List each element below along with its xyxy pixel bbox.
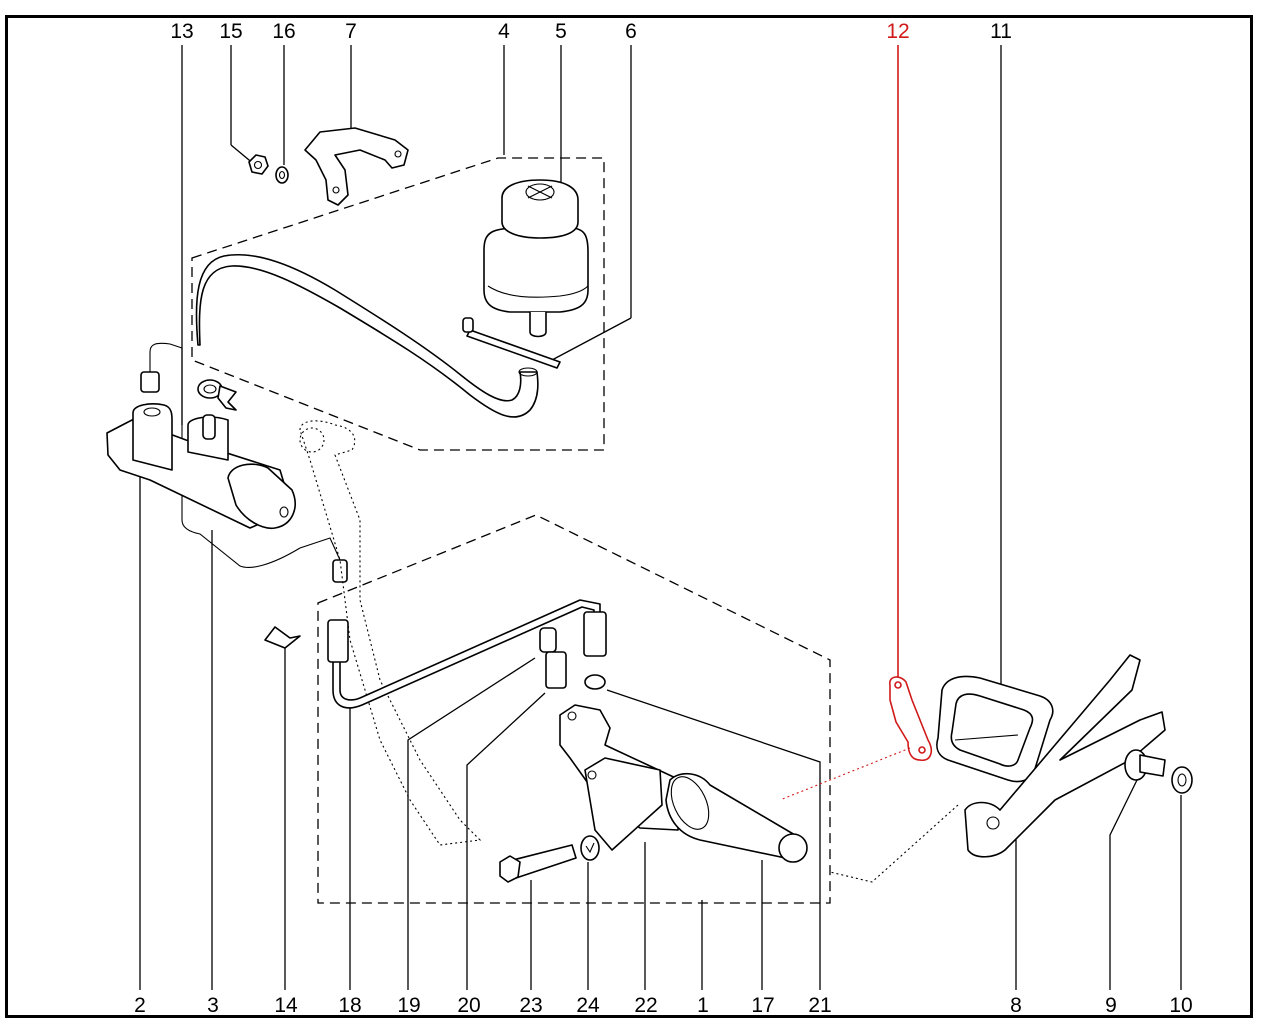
leader-9 — [1109, 777, 1139, 990]
reservoir-group-outline — [191, 157, 605, 451]
part-15-nut — [248, 154, 269, 175]
pedal-ghost — [299, 420, 482, 846]
label-20: 20 — [457, 994, 480, 1017]
part-6-cable-tie — [462, 317, 561, 369]
label-1: 1 — [697, 994, 709, 1017]
part-8-release-fork — [964, 654, 1166, 858]
part-16-washer — [275, 166, 289, 184]
part-14-clip — [264, 626, 301, 649]
label-11: 11 — [990, 20, 1012, 43]
label-2: 2 — [134, 994, 146, 1017]
top-label-row: 13 15 16 7 4 5 6 12 11 — [170, 20, 1012, 43]
part-2-master-cylinder — [106, 342, 348, 583]
part-18-pipe — [327, 599, 607, 709]
part-17-dust-boot — [665, 772, 808, 863]
part-9-pivot-bolt — [1124, 749, 1166, 781]
label-5: 5 — [555, 20, 567, 43]
label-6: 6 — [625, 20, 637, 43]
part-24-washer — [580, 835, 600, 861]
label-15: 15 — [219, 20, 242, 43]
label-9: 9 — [1105, 994, 1117, 1017]
bottom-label-row: 2 3 14 18 19 20 23 24 22 1 17 21 8 9 10 — [134, 994, 1193, 1017]
label-7: 7 — [345, 20, 357, 43]
fork-dot-line — [829, 804, 959, 883]
leader-6b — [551, 317, 632, 361]
label-22: 22 — [634, 994, 657, 1017]
bottom-leaders — [139, 472, 1182, 990]
leader-21 — [606, 689, 821, 990]
part-1-slave-cylinder — [559, 704, 681, 851]
part-13-clip — [197, 379, 237, 411]
leader-19 — [407, 657, 536, 990]
label-10: 10 — [1169, 994, 1192, 1017]
part-10-washer — [1171, 766, 1193, 794]
label-19: 19 — [397, 994, 420, 1017]
label-12-highlighted[interactable]: 12 — [886, 20, 909, 43]
part-5-reservoir — [483, 179, 589, 338]
hose-end — [518, 367, 538, 377]
label-4: 4 — [498, 20, 510, 43]
top-leaders — [181, 45, 1002, 685]
label-21: 21 — [808, 994, 831, 1017]
label-16: 16 — [272, 20, 295, 43]
label-8: 8 — [1010, 994, 1022, 1017]
label-17: 17 — [751, 994, 774, 1017]
part-20-bleed-screw — [539, 627, 567, 689]
part-21-seal — [584, 674, 606, 690]
label-3: 3 — [207, 994, 219, 1017]
diagram-frame — [5, 15, 1253, 1018]
part-7-bracket — [304, 127, 409, 206]
part-11-release-bearing — [936, 675, 1054, 783]
label-14: 14 — [274, 994, 298, 1017]
leader-20 — [466, 692, 546, 990]
part-12-clip — [779, 676, 932, 801]
part-4-hose — [195, 253, 539, 418]
label-24: 24 — [576, 994, 600, 1017]
label-18: 18 — [338, 994, 361, 1017]
slave-group-outline — [317, 514, 831, 904]
part-23-bolt — [499, 844, 577, 883]
label-23: 23 — [519, 994, 542, 1017]
label-13: 13 — [170, 20, 193, 43]
